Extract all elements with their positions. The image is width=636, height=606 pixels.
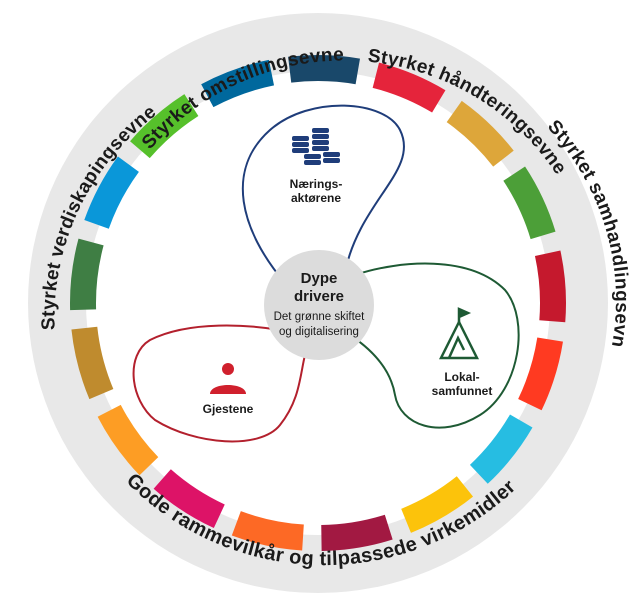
ring-segment — [97, 404, 159, 476]
ring-segment — [201, 59, 275, 108]
ring-segment — [84, 156, 139, 229]
ring-segment — [446, 100, 514, 167]
ring-segment — [401, 476, 474, 533]
business-loop — [241, 104, 406, 284]
center-sub-line2: og digitalisering — [279, 326, 359, 338]
ring-segment — [518, 337, 563, 411]
ring-segment — [130, 94, 199, 159]
center-sub-line1: Det grønne skiftet — [274, 311, 366, 323]
mountain-flag-icon — [438, 307, 480, 360]
person-icon — [210, 363, 246, 394]
community-label-line1: Lokal- — [444, 370, 479, 384]
ring-segment — [321, 514, 393, 551]
center-title-line2: drivere — [294, 288, 344, 305]
coins-stack-icon — [292, 128, 340, 165]
guests-label: Gjestene — [203, 402, 254, 416]
ring-segment — [469, 414, 533, 484]
ring-segment — [231, 511, 304, 551]
center-title-line1: Dype — [301, 270, 338, 287]
community-loop — [349, 262, 520, 429]
ring-segment — [372, 62, 446, 113]
ring-segment — [503, 166, 556, 240]
guests-loop — [132, 324, 306, 443]
community-label-line2: samfunnet — [432, 384, 493, 398]
ring-segment — [153, 469, 225, 529]
business-label-line1: Nærings- — [290, 177, 343, 191]
sdg-segments — [69, 55, 566, 551]
ring-segment — [69, 238, 104, 311]
ring-segment — [534, 250, 566, 323]
ring-segment — [71, 326, 114, 400]
business-label-line2: aktørene — [291, 191, 341, 205]
center-disc — [264, 250, 374, 360]
ring-segment — [288, 55, 360, 85]
